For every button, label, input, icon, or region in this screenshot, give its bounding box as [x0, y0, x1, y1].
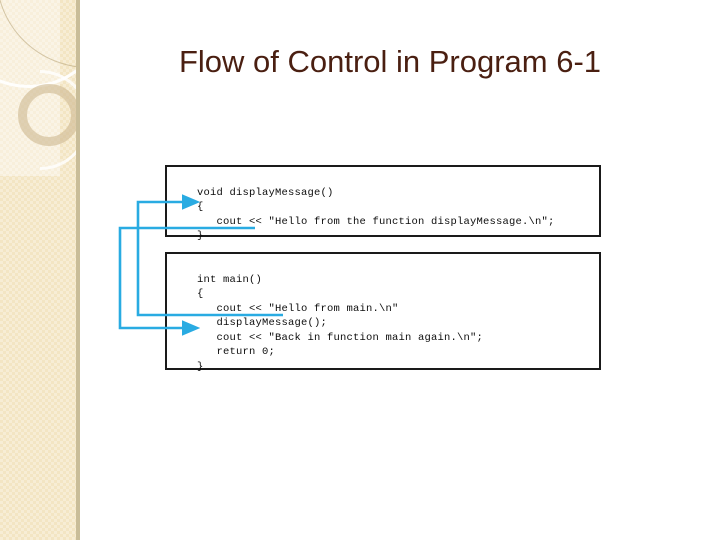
code-box-display-message: void displayMessage() { cout << "Hello f…: [165, 165, 601, 242]
code-text-main: int main() { cout << "Hello from main.\n…: [197, 273, 484, 374]
decorative-sidebar: [0, 0, 80, 540]
sidebar-edge-stripe: [76, 0, 80, 540]
code-text-display-message: void displayMessage() { cout << "Hello f…: [197, 186, 555, 243]
code-box-main: int main() { cout << "Hello from main.\n…: [165, 252, 601, 373]
slide-title: Flow of Control in Program 6-1: [178, 44, 602, 79]
